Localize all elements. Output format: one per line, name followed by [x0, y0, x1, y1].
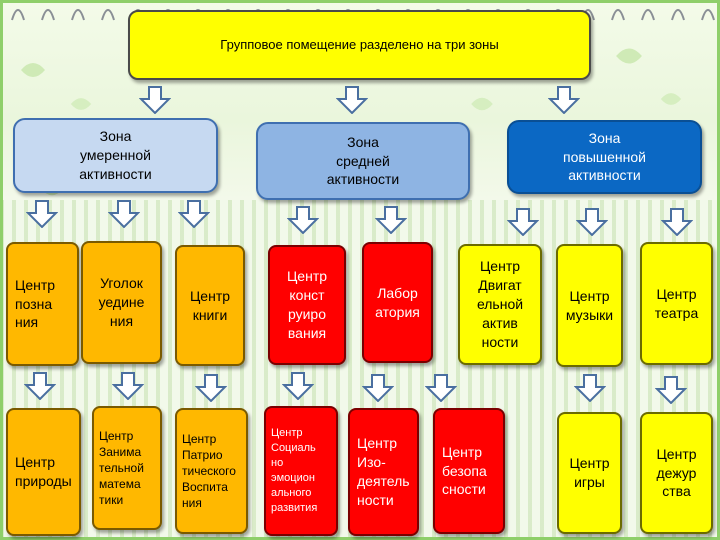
- center-motor-activity: Центр Двигат ельной актив ности: [458, 244, 542, 365]
- down-arrow-icon: [362, 374, 394, 402]
- center-safety: Центр безопа сности: [433, 408, 505, 534]
- center-nature: Центр природы: [6, 408, 81, 536]
- zone-medium-activity: Зона средней активности: [256, 122, 470, 200]
- down-arrow-icon: [139, 86, 171, 114]
- down-arrow-icon: [576, 208, 608, 236]
- center-theater: Центр театра: [640, 242, 713, 365]
- leaf-icon: [70, 98, 92, 110]
- center-entertaining-math: Центр Занима тельной матема тики: [92, 406, 162, 530]
- down-arrow-icon: [548, 86, 580, 114]
- down-arrow-icon: [287, 206, 319, 234]
- spiral-ring: [11, 9, 25, 21]
- down-arrow-icon: [108, 200, 140, 228]
- leaf-icon: [660, 93, 682, 105]
- center-duty: Центр дежур ства: [640, 412, 713, 534]
- center-solitude: Уголок уедине ния: [81, 241, 162, 364]
- spiral-ring: [101, 9, 115, 21]
- down-arrow-icon: [178, 200, 210, 228]
- down-arrow-icon: [336, 86, 368, 114]
- spiral-ring: [671, 9, 685, 21]
- down-arrow-icon: [661, 208, 693, 236]
- spiral-ring: [611, 9, 625, 21]
- leaf-icon: [471, 97, 493, 111]
- down-arrow-icon: [195, 374, 227, 402]
- zone-moderate-activity: Зона умеренной активности: [13, 118, 218, 193]
- center-construction: Центр конст руиро вания: [268, 245, 346, 365]
- spiral-ring: [71, 9, 85, 21]
- center-music: Центр музыки: [556, 244, 623, 367]
- center-art: Центр Изо- деятель ности: [348, 408, 419, 536]
- diagram-title: Групповое помещение разделено на три зон…: [128, 10, 591, 80]
- down-arrow-icon: [425, 374, 457, 402]
- down-arrow-icon: [507, 208, 539, 236]
- down-arrow-icon: [655, 376, 687, 404]
- center-laboratory: Лабор атория: [362, 242, 433, 363]
- spiral-ring: [641, 9, 655, 21]
- center-social-emotional: Центр Социаль но эмоцион ального развити…: [264, 406, 338, 536]
- zone-high-activity: Зона повышенной активности: [507, 120, 702, 194]
- center-books: Центр книги: [175, 245, 245, 366]
- center-play: Центр игры: [557, 412, 622, 534]
- center-patriotic-education: Центр Патрио тического Воспита ния: [175, 408, 248, 534]
- down-arrow-icon: [112, 372, 144, 400]
- spiral-ring: [701, 9, 715, 21]
- spiral-ring: [41, 9, 55, 21]
- center-cognition: Центр позна ния: [6, 242, 79, 366]
- down-arrow-icon: [24, 372, 56, 400]
- down-arrow-icon: [26, 200, 58, 228]
- down-arrow-icon: [375, 206, 407, 234]
- down-arrow-icon: [282, 372, 314, 400]
- down-arrow-icon: [574, 374, 606, 402]
- leaf-icon: [21, 63, 45, 77]
- leaf-icon: [616, 48, 642, 64]
